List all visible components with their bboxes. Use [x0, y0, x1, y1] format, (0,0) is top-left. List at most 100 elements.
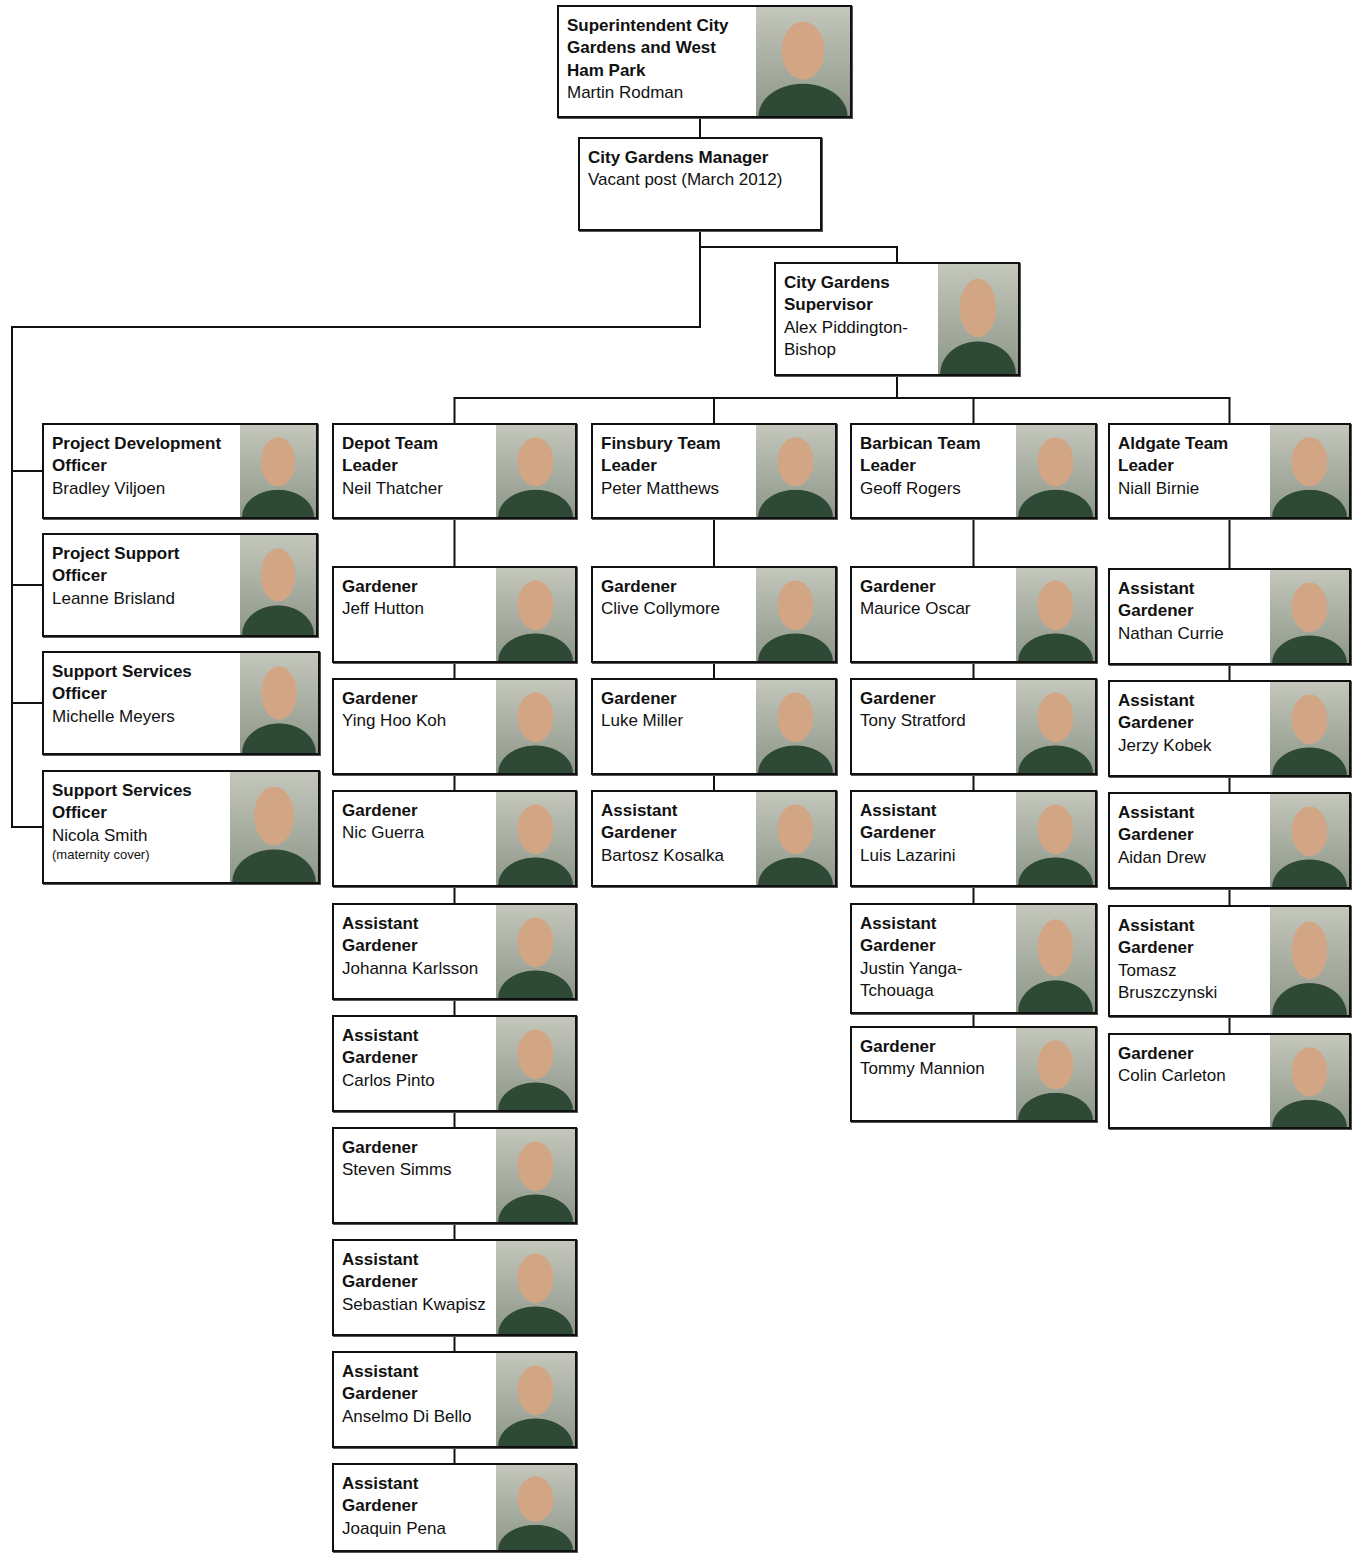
- job-title: Superintendent City Gardens and West Ham…: [567, 15, 750, 82]
- staff-name: Vacant post (March 2012): [588, 169, 814, 191]
- staff-photo: [1270, 682, 1349, 775]
- box-text: Assistant GardenerLuis Lazarini: [852, 792, 1095, 875]
- staff-name: Ying Hoo Koh: [342, 710, 490, 732]
- reporting-line: [454, 1448, 456, 1463]
- box-text: GardenerNic Guerra: [334, 792, 575, 853]
- org-box: Depot Team LeaderNeil Thatcher: [332, 423, 577, 519]
- staff-photo: [1016, 792, 1095, 885]
- box-text: GardenerJeff Hutton: [334, 568, 575, 629]
- staff-name: Jerzy Kobek: [1118, 735, 1264, 757]
- staff-name: Peter Matthews: [601, 478, 750, 500]
- job-title: Support Services Officer: [52, 780, 224, 825]
- job-title: Gardener: [342, 800, 490, 822]
- org-box: Assistant GardenerJustin Yanga-Tchouaga: [850, 903, 1097, 1014]
- org-box: Barbican Team LeaderGeoff Rogers: [850, 423, 1097, 519]
- box-text: Assistant GardenerBartosz Kosalka: [593, 792, 835, 875]
- reporting-line: [1229, 519, 1231, 568]
- org-box: Assistant GardenerAnselmo Di Bello: [332, 1351, 577, 1448]
- staff-photo: [230, 772, 318, 882]
- reporting-line: [713, 519, 715, 566]
- staff-name: Bradley Viljoen: [52, 478, 234, 500]
- staff-name: (maternity cover): [52, 847, 224, 864]
- staff-photo: [240, 535, 316, 635]
- org-box: Assistant GardenerLuis Lazarini: [850, 790, 1097, 887]
- staff-name: Tommy Mannion: [860, 1058, 1010, 1080]
- reporting-line: [973, 775, 975, 790]
- staff-photo: [938, 264, 1018, 374]
- staff-name: Nathan Currie: [1118, 623, 1264, 645]
- job-title: Gardener: [860, 688, 1010, 710]
- job-title: Finsbury Team Leader: [601, 433, 750, 478]
- box-text: Assistant GardenerAnselmo Di Bello: [334, 1353, 575, 1436]
- staff-photo: [1270, 907, 1349, 1015]
- box-text: Support Services OfficerMichelle Meyers: [44, 653, 318, 736]
- staff-photo: [756, 680, 835, 773]
- org-box: Assistant GardenerJerzy Kobek: [1108, 680, 1351, 777]
- reporting-line: [897, 376, 1230, 423]
- staff-photo: [1270, 794, 1349, 887]
- job-title: Project Support Officer: [52, 543, 234, 588]
- box-text: GardenerYing Hoo Koh: [334, 680, 575, 741]
- reporting-line: [973, 887, 975, 903]
- box-text: GardenerColin Carleton: [1110, 1035, 1349, 1096]
- staff-name: Bartosz Kosalka: [601, 845, 750, 867]
- job-title: Aldgate Team Leader: [1118, 433, 1264, 478]
- staff-name: Nic Guerra: [342, 822, 490, 844]
- reporting-line: [454, 519, 456, 566]
- reporting-line: [713, 775, 715, 790]
- job-title: Assistant Gardener: [342, 1473, 490, 1518]
- staff-photo: [496, 425, 575, 517]
- org-box: Assistant GardenerAidan Drew: [1108, 792, 1351, 889]
- box-text: Assistant GardenerJoaquin Pena: [334, 1465, 575, 1548]
- staff-name: Luke Miller: [601, 710, 750, 732]
- org-box: GardenerLuke Miller: [591, 678, 837, 775]
- staff-name: Justin Yanga-Tchouaga: [860, 958, 1010, 1003]
- reporting-line: [973, 519, 975, 566]
- staff-name: Colin Carleton: [1118, 1065, 1264, 1087]
- org-box: Support Services OfficerNicola Smith(mat…: [42, 770, 320, 884]
- box-text: Support Services OfficerNicola Smith(mat…: [44, 772, 318, 872]
- box-text: Aldgate Team LeaderNiall Birnie: [1110, 425, 1349, 508]
- job-title: Barbican Team Leader: [860, 433, 1010, 478]
- staff-name: Steven Simms: [342, 1159, 490, 1181]
- box-text: GardenerTommy Mannion: [852, 1028, 1095, 1089]
- reporting-line: [1229, 889, 1231, 905]
- box-text: Assistant GardenerJohanna Karlsson: [334, 905, 575, 988]
- job-title: Assistant Gardener: [1118, 915, 1264, 960]
- org-box: Support Services OfficerMichelle Meyers: [42, 651, 320, 755]
- reporting-line: [455, 376, 898, 423]
- staff-name: Geoff Rogers: [860, 478, 1010, 500]
- reporting-line: [1229, 777, 1231, 792]
- job-title: City Gardens Manager: [588, 147, 814, 169]
- box-text: Finsbury Team LeaderPeter Matthews: [593, 425, 835, 508]
- staff-photo: [496, 1241, 575, 1334]
- box-text: Project Development OfficerBradley Viljo…: [44, 425, 316, 508]
- job-title: Assistant Gardener: [1118, 802, 1264, 847]
- box-text: Assistant GardenerTomasz Bruszczynski: [1110, 907, 1349, 1013]
- staff-name: Carlos Pinto: [342, 1070, 490, 1092]
- org-box: GardenerColin Carleton: [1108, 1033, 1351, 1129]
- staff-photo: [1016, 680, 1095, 773]
- job-title: Assistant Gardener: [342, 1361, 490, 1406]
- job-title: Gardener: [342, 688, 490, 710]
- job-title: Gardener: [1118, 1043, 1264, 1065]
- reporting-line: [713, 663, 715, 678]
- staff-name: Martin Rodman: [567, 82, 750, 104]
- org-box: GardenerMaurice Oscar: [850, 566, 1097, 663]
- reporting-line: [973, 1014, 975, 1026]
- box-text: GardenerLuke Miller: [593, 680, 835, 741]
- org-box: Assistant GardenerNathan Currie: [1108, 568, 1351, 665]
- reporting-line: [699, 118, 701, 137]
- org-box: GardenerYing Hoo Koh: [332, 678, 577, 775]
- org-box: Assistant GardenerBartosz Kosalka: [591, 790, 837, 887]
- reporting-line: [714, 376, 897, 423]
- reporting-line: [454, 1336, 456, 1351]
- job-title: Depot Team Leader: [342, 433, 490, 478]
- reporting-line: [973, 663, 975, 678]
- staff-name: Maurice Oscar: [860, 598, 1010, 620]
- box-text: Assistant GardenerSebastian Kwapisz: [334, 1241, 575, 1324]
- staff-photo: [756, 7, 850, 116]
- staff-name: Luis Lazarini: [860, 845, 1010, 867]
- staff-photo: [496, 1129, 575, 1222]
- box-text: City Gardens ManagerVacant post (March 2…: [580, 139, 820, 200]
